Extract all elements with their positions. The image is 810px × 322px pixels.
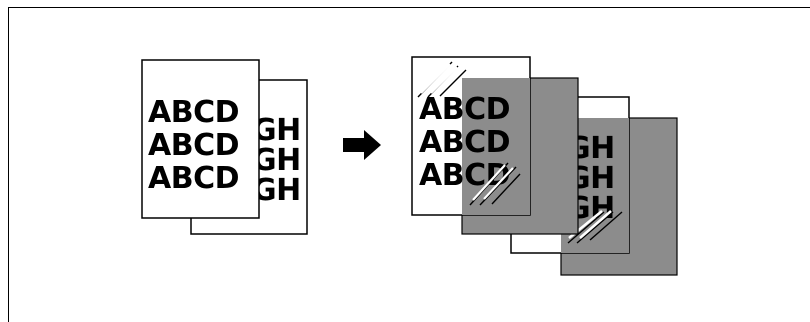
- right-arrow-icon: [343, 130, 381, 160]
- right-front-line-1: ABCD: [419, 92, 510, 127]
- left-front-line-1: ABCD: [148, 95, 239, 130]
- left-front-line-2: ABCD: [148, 128, 239, 163]
- right-front-line-2: ABCD: [419, 125, 510, 160]
- right-front-page: ABCD ABCD ABCD: [412, 57, 530, 215]
- left-front-line-3: ABCD: [148, 161, 239, 196]
- left-front-page: ABCD ABCD ABCD: [142, 60, 259, 218]
